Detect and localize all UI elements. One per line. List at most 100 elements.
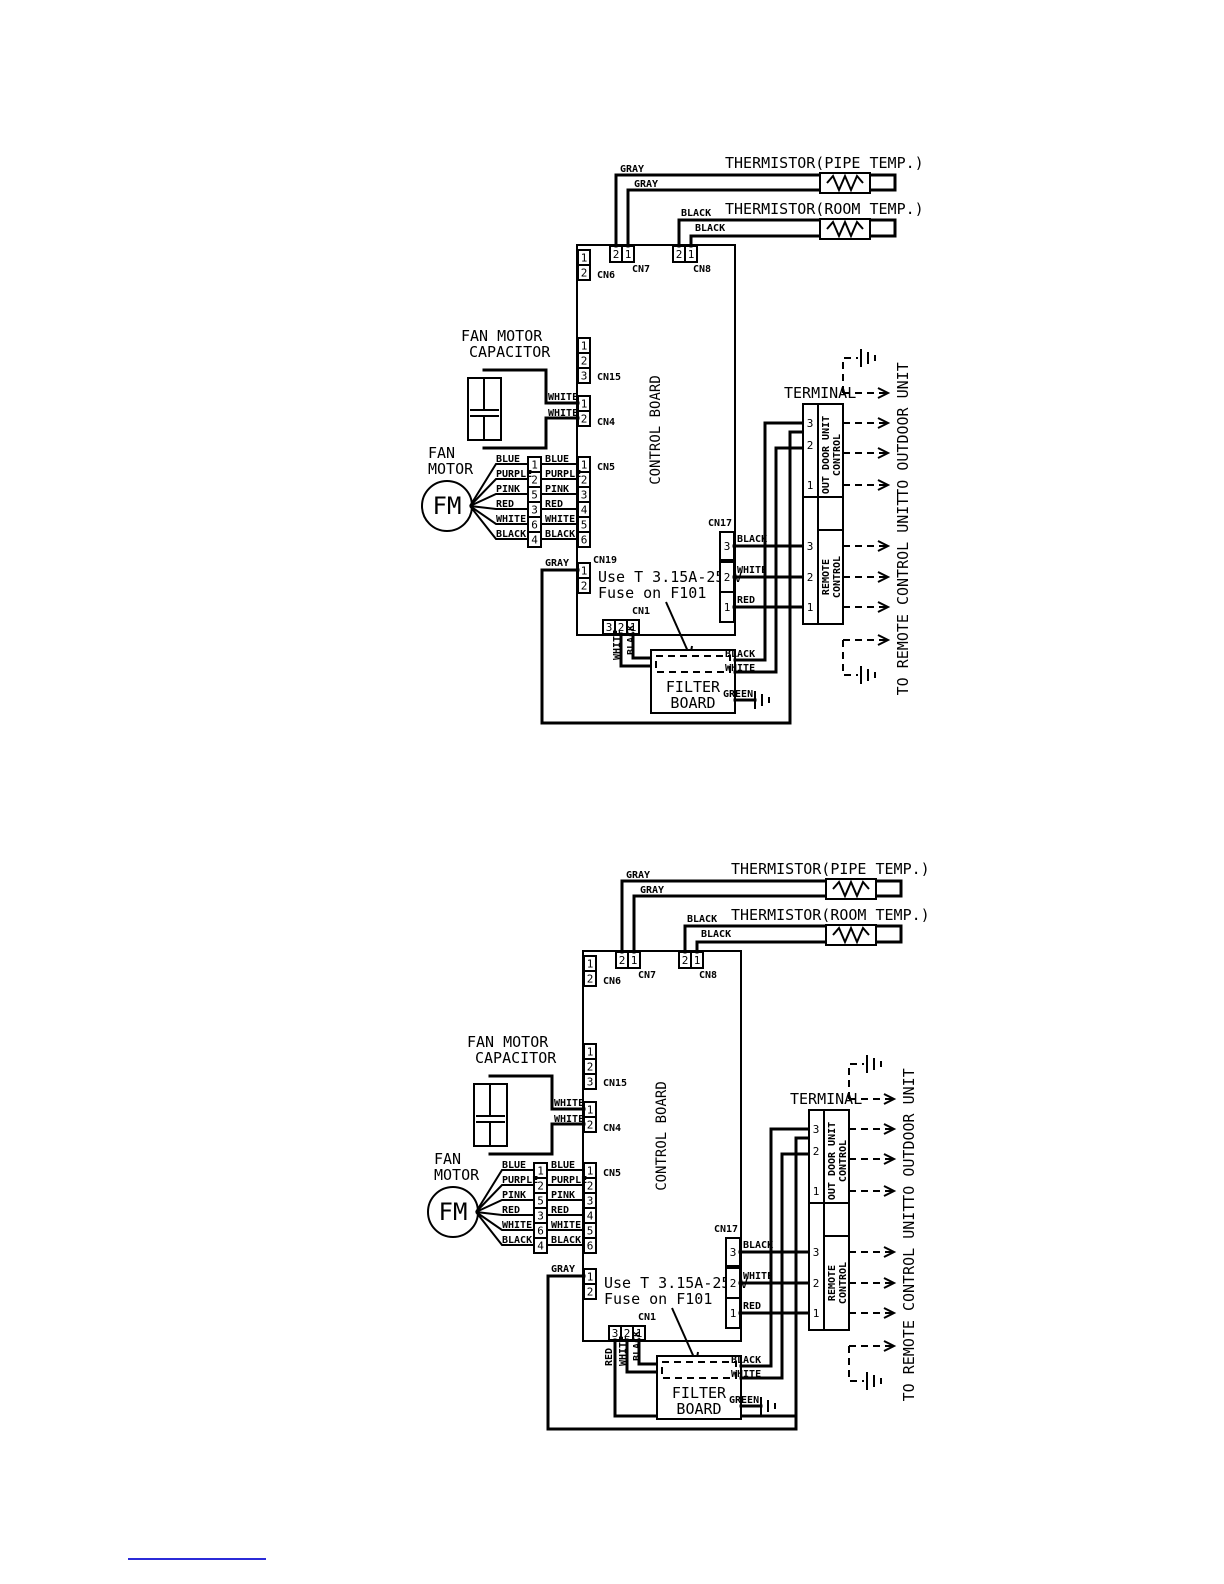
to-outdoor-label: TO OUTDOOR UNIT bbox=[900, 1068, 918, 1203]
pin-label: 2 bbox=[587, 1180, 594, 1193]
cn19-label: CN19 bbox=[593, 555, 617, 566]
pin-label: 1 bbox=[730, 1307, 737, 1320]
pin-label: 1 bbox=[581, 398, 588, 411]
fuse-note: Fuse on F101 bbox=[604, 1290, 712, 1308]
filter-board bbox=[650, 649, 736, 714]
pin-label: 5 bbox=[581, 519, 588, 532]
motor-symbol: FM bbox=[439, 1198, 468, 1226]
pin-label: 3 bbox=[730, 1246, 737, 1259]
cn5-label: CN5 bbox=[603, 1168, 621, 1179]
cn1-wire bbox=[631, 632, 653, 660]
terminal-outdoor-label: OUT DOOR UNIT bbox=[827, 1122, 838, 1200]
pin-label: 1 bbox=[581, 459, 588, 472]
black-wire-room bbox=[683, 924, 903, 954]
pin-label: 3 bbox=[531, 504, 538, 517]
wire-label-white: WHITE bbox=[737, 565, 767, 576]
motor-wire-label: BLUE bbox=[551, 1160, 575, 1171]
motor-wire bbox=[475, 1184, 534, 1213]
pin-label: 2 bbox=[581, 474, 588, 487]
pin-label: 3 bbox=[581, 489, 588, 502]
terminal-pin-label: 2 bbox=[807, 571, 814, 584]
motor-wire bbox=[469, 505, 528, 540]
motor-wire-label: RED bbox=[551, 1205, 569, 1216]
pin-label: 2 bbox=[587, 1061, 594, 1074]
wire-label-gray: GRAY bbox=[634, 179, 658, 190]
motor-wire bbox=[469, 493, 528, 507]
wire-label-white: WHITE bbox=[548, 408, 578, 419]
gray-wire-pipe bbox=[626, 188, 897, 248]
motor-wire-label: RED bbox=[496, 499, 514, 510]
thermistor-resistor bbox=[826, 219, 864, 239]
filter-out-wire bbox=[733, 421, 805, 662]
cn6-pin bbox=[583, 970, 597, 987]
motor-wire-label: PURPLE bbox=[496, 469, 532, 480]
capacitor-label: FAN MOTOR bbox=[467, 1033, 549, 1051]
cn15-pin bbox=[577, 367, 591, 384]
pin-label: 1 bbox=[724, 601, 731, 614]
pin-label: 2 bbox=[587, 973, 594, 986]
ground-icon bbox=[760, 1397, 776, 1415]
pin-label: 4 bbox=[531, 534, 538, 547]
pin-label: 6 bbox=[587, 1240, 594, 1253]
wire-label-black: BLACK bbox=[695, 223, 725, 234]
pin-label: 2 bbox=[682, 954, 689, 967]
wire-label-black: BLACK bbox=[626, 625, 637, 655]
pin-label: 1 bbox=[688, 248, 695, 261]
motor-wire-label: WHITE bbox=[545, 514, 575, 525]
wire-label-green: GREEN bbox=[729, 1395, 759, 1406]
pin-label: 2 bbox=[619, 954, 626, 967]
filter-out-wire bbox=[739, 1152, 811, 1380]
cn6-pin bbox=[577, 264, 591, 281]
pin-label: 2 bbox=[730, 1277, 737, 1290]
pin-label: 2 bbox=[613, 248, 620, 261]
motor-wire-label: PINK bbox=[551, 1190, 575, 1201]
arrow-icon bbox=[877, 634, 891, 646]
wire-label-green: GREEN bbox=[723, 689, 753, 700]
ground-lead bbox=[842, 640, 858, 676]
motor-wire bbox=[475, 1211, 534, 1231]
wire-label-black: BLACK bbox=[743, 1240, 773, 1251]
motor-label: MOTOR bbox=[428, 460, 474, 478]
cn6-label: CN6 bbox=[597, 270, 615, 281]
wire-label-gray: GRAY bbox=[545, 558, 569, 569]
to-remote-label: TO REMOTE CONTROL UNIT bbox=[900, 1203, 918, 1402]
wire-label-black: BLACK bbox=[737, 534, 767, 545]
motor-wire-label: WHITE bbox=[502, 1220, 532, 1231]
terminal-remote-label: REMOTE bbox=[827, 1265, 838, 1301]
pin-label: 4 bbox=[537, 1240, 544, 1253]
wire-label-gray: GRAY bbox=[620, 164, 644, 175]
wire-label-white: WHITE bbox=[743, 1271, 773, 1282]
to-remote-label: TO REMOTE CONTROL UNIT bbox=[894, 497, 912, 696]
pin-label: 2 bbox=[581, 355, 588, 368]
wire-label-white: WHITE bbox=[618, 1336, 629, 1366]
motor-wire-label: BLACK bbox=[545, 529, 575, 540]
pin-label: 1 bbox=[625, 248, 632, 261]
cap-wire bbox=[482, 416, 580, 450]
motor-wire-label: PURPLE bbox=[502, 1175, 538, 1186]
wire-label-black: BLACK bbox=[731, 1355, 761, 1366]
filter-fuse bbox=[655, 655, 731, 673]
wire-label-white: WHITE bbox=[548, 392, 578, 403]
cn17-label: CN17 bbox=[714, 1224, 738, 1235]
cn1-label: CN1 bbox=[638, 1312, 656, 1323]
filter-fuse bbox=[661, 1361, 737, 1379]
arrow-icon bbox=[883, 1340, 897, 1352]
pin-label: 5 bbox=[537, 1195, 544, 1208]
control-board bbox=[576, 244, 736, 636]
pin-label: 2 bbox=[537, 1180, 544, 1193]
terminal-block bbox=[808, 1109, 850, 1331]
cn4-label: CN4 bbox=[603, 1123, 621, 1134]
cn1-wire bbox=[625, 1338, 659, 1374]
to-outdoor-label: TO OUTDOOR UNIT bbox=[894, 362, 912, 497]
terminal-outdoor-label: CONTROL bbox=[832, 434, 843, 476]
cn1-wire bbox=[637, 1338, 659, 1366]
terminal-pin-label: 1 bbox=[813, 1307, 820, 1320]
cn15-label: CN15 bbox=[603, 1078, 627, 1089]
filter-out-wire bbox=[739, 1127, 811, 1368]
motor-wire bbox=[475, 1199, 534, 1213]
pin-label: 2 bbox=[531, 474, 538, 487]
motor-label: FAN bbox=[434, 1150, 461, 1168]
ground-icon bbox=[754, 691, 770, 709]
motor-wire-label: BLUE bbox=[502, 1160, 526, 1171]
pin-label: 5 bbox=[587, 1225, 594, 1238]
